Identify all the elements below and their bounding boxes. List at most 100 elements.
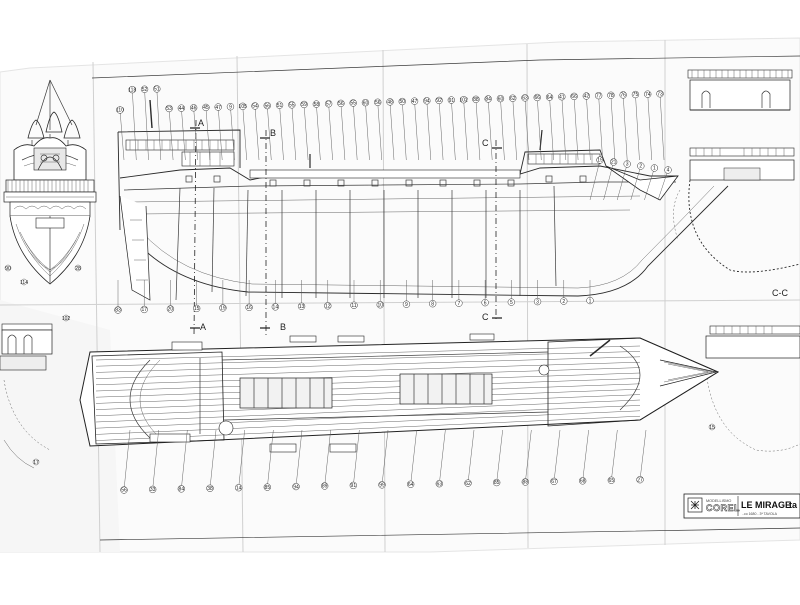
callout-number: 85 [265,485,271,491]
callout-number: 91 [351,483,357,489]
callout-marker [378,481,386,489]
callout-marker [560,297,568,305]
callout-number: 51 [154,87,160,93]
callout-marker [149,485,157,494]
paper-sheet [0,37,800,553]
callout-number: 10 [377,302,383,308]
callout-number: 47 [412,99,418,105]
callout-number: 110 [116,108,124,114]
callout-marker [545,93,554,101]
callout-number: 2 [639,164,642,170]
callout-marker [140,85,149,93]
callout-number: 88 [473,97,479,103]
callout-number: 9 [229,104,232,110]
svg-text:90: 90 [5,266,11,272]
callout-number: 89 [322,484,328,490]
fold-line [92,61,101,553]
callout-marker [120,486,128,494]
callout-marker [292,482,300,491]
callout-number: 4 [667,168,670,174]
callout-number: 91 [449,98,455,104]
callout-marker [271,303,279,311]
callout-marker [407,480,415,488]
callout-marker [637,162,645,170]
callout-marker [455,299,463,307]
callout-number: 27 [637,477,643,483]
callout-number: 85 [494,480,500,486]
callout-marker [582,92,591,100]
callout-marker [361,98,370,107]
callout-marker [509,94,517,102]
callout-marker [423,97,431,105]
callout-marker [337,99,345,108]
callout-marker [664,166,672,174]
callout-marker [374,98,382,106]
svg-text:15: 15 [709,425,715,431]
callout-marker [386,98,394,106]
callout-marker [609,158,618,166]
callout-number: 3 [626,162,629,168]
callout-marker [350,301,358,309]
fold-line [0,299,800,306]
callout-marker [189,104,198,112]
callout-marker [596,156,604,164]
callout-marker [464,479,472,487]
callout-marker [570,92,578,101]
callout-marker [533,297,542,306]
section-b-label-top: B [270,128,276,138]
callout-number: 19 [597,158,603,164]
svg-text:114: 114 [20,280,28,286]
callout-number: 65 [609,478,615,484]
callout-marker [177,485,185,493]
callout-marker [447,96,456,104]
callout-number: 5 [510,300,513,306]
plan-title: LE MIRAGE [741,500,791,510]
callout-number: 46 [191,105,197,111]
callout-marker [245,303,253,312]
callout-number: 88 [523,480,529,486]
callout-number: 13 [299,304,305,310]
callout-number: 56 [375,100,381,106]
callout-number: 118 [128,87,136,93]
callout-marker [607,91,615,99]
callout-marker [558,93,566,101]
callout-marker [484,95,492,103]
callout-number: 52 [142,87,148,93]
callout-number: 92 [436,98,442,104]
callout-marker [459,96,468,104]
callout-marker [650,164,659,172]
svg-text:17: 17 [33,460,39,466]
callout-marker [324,302,332,310]
callout-number: 47 [215,105,221,111]
callout-number: 51 [277,103,283,109]
callout-marker [410,97,419,105]
callout-number: 55 [289,103,295,109]
callout-number: 17 [141,307,147,313]
callout-number: 76 [620,93,626,99]
section-a-label-top: A [198,118,204,128]
callout-marker [521,94,529,102]
callout-number: 14 [273,305,279,311]
callout-marker [263,483,271,491]
callout-number: 41 [559,94,565,100]
callout-marker [251,102,259,110]
callout-number: 56 [338,101,344,107]
section-b-label-bottom: B [280,322,286,332]
callout-marker [631,90,640,99]
stern-detail-lower: 102 17 [0,314,70,469]
section-c-label-top: C [482,138,489,148]
section-a-label-bottom: A [200,322,206,332]
fold-line [382,49,386,553]
callout-number: 102 [459,97,468,103]
callout-number: 99 [379,483,385,489]
callout-number: 1 [589,298,592,304]
callout-number: 56 [264,103,270,109]
callout-marker [219,304,227,312]
callout-marker [586,296,594,305]
callout-marker [376,301,384,309]
